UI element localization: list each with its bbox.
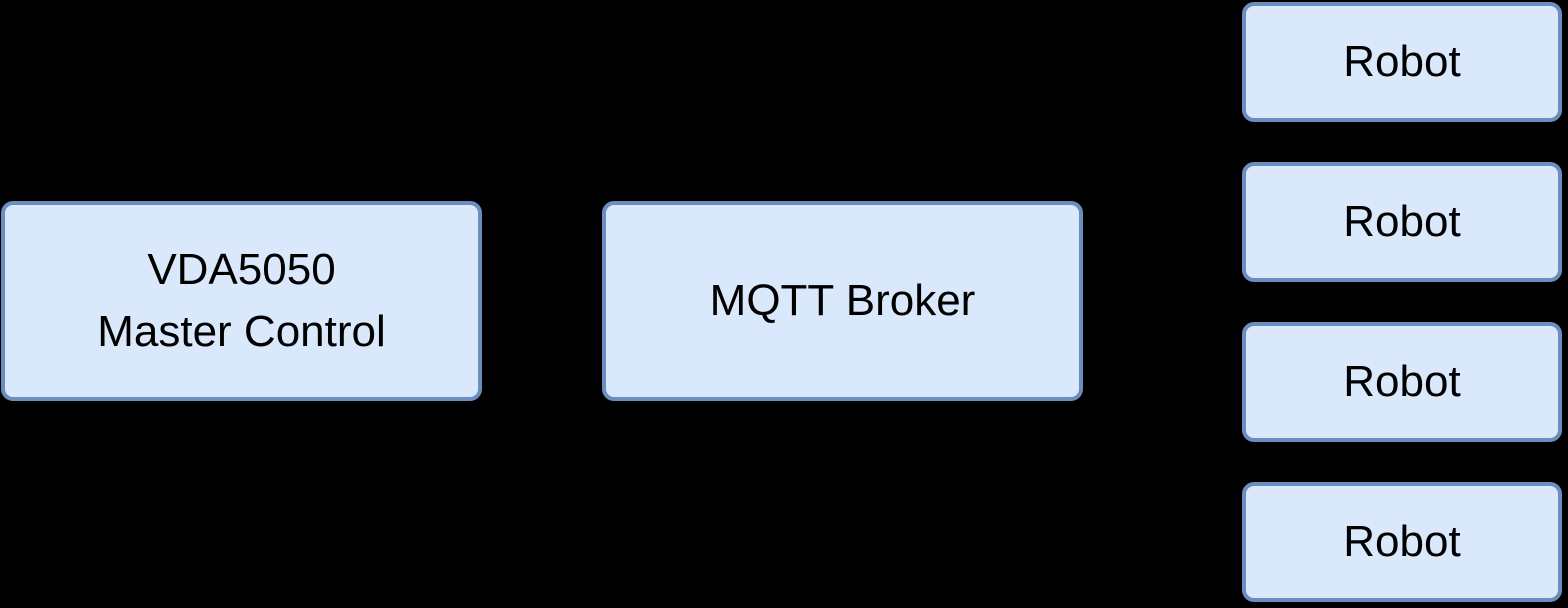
node-vda5050-master-control: VDA5050 Master Control: [1, 201, 482, 401]
node-label-line: Master Control: [97, 307, 386, 356]
node-robot-4: Robot: [1242, 482, 1562, 602]
node-robot-2: Robot: [1242, 162, 1562, 282]
node-label: Robot: [1343, 517, 1461, 566]
node-robot-1: Robot: [1242, 2, 1562, 122]
node-label-line: VDA5050: [147, 245, 336, 294]
node-mqtt-broker: MQTT Broker: [602, 201, 1083, 401]
node-label: MQTT Broker: [709, 276, 976, 325]
node-label: Robot: [1343, 197, 1461, 246]
node-robot-3: Robot: [1242, 322, 1562, 442]
node-label: Robot: [1343, 37, 1461, 86]
node-label: Robot: [1343, 357, 1461, 406]
